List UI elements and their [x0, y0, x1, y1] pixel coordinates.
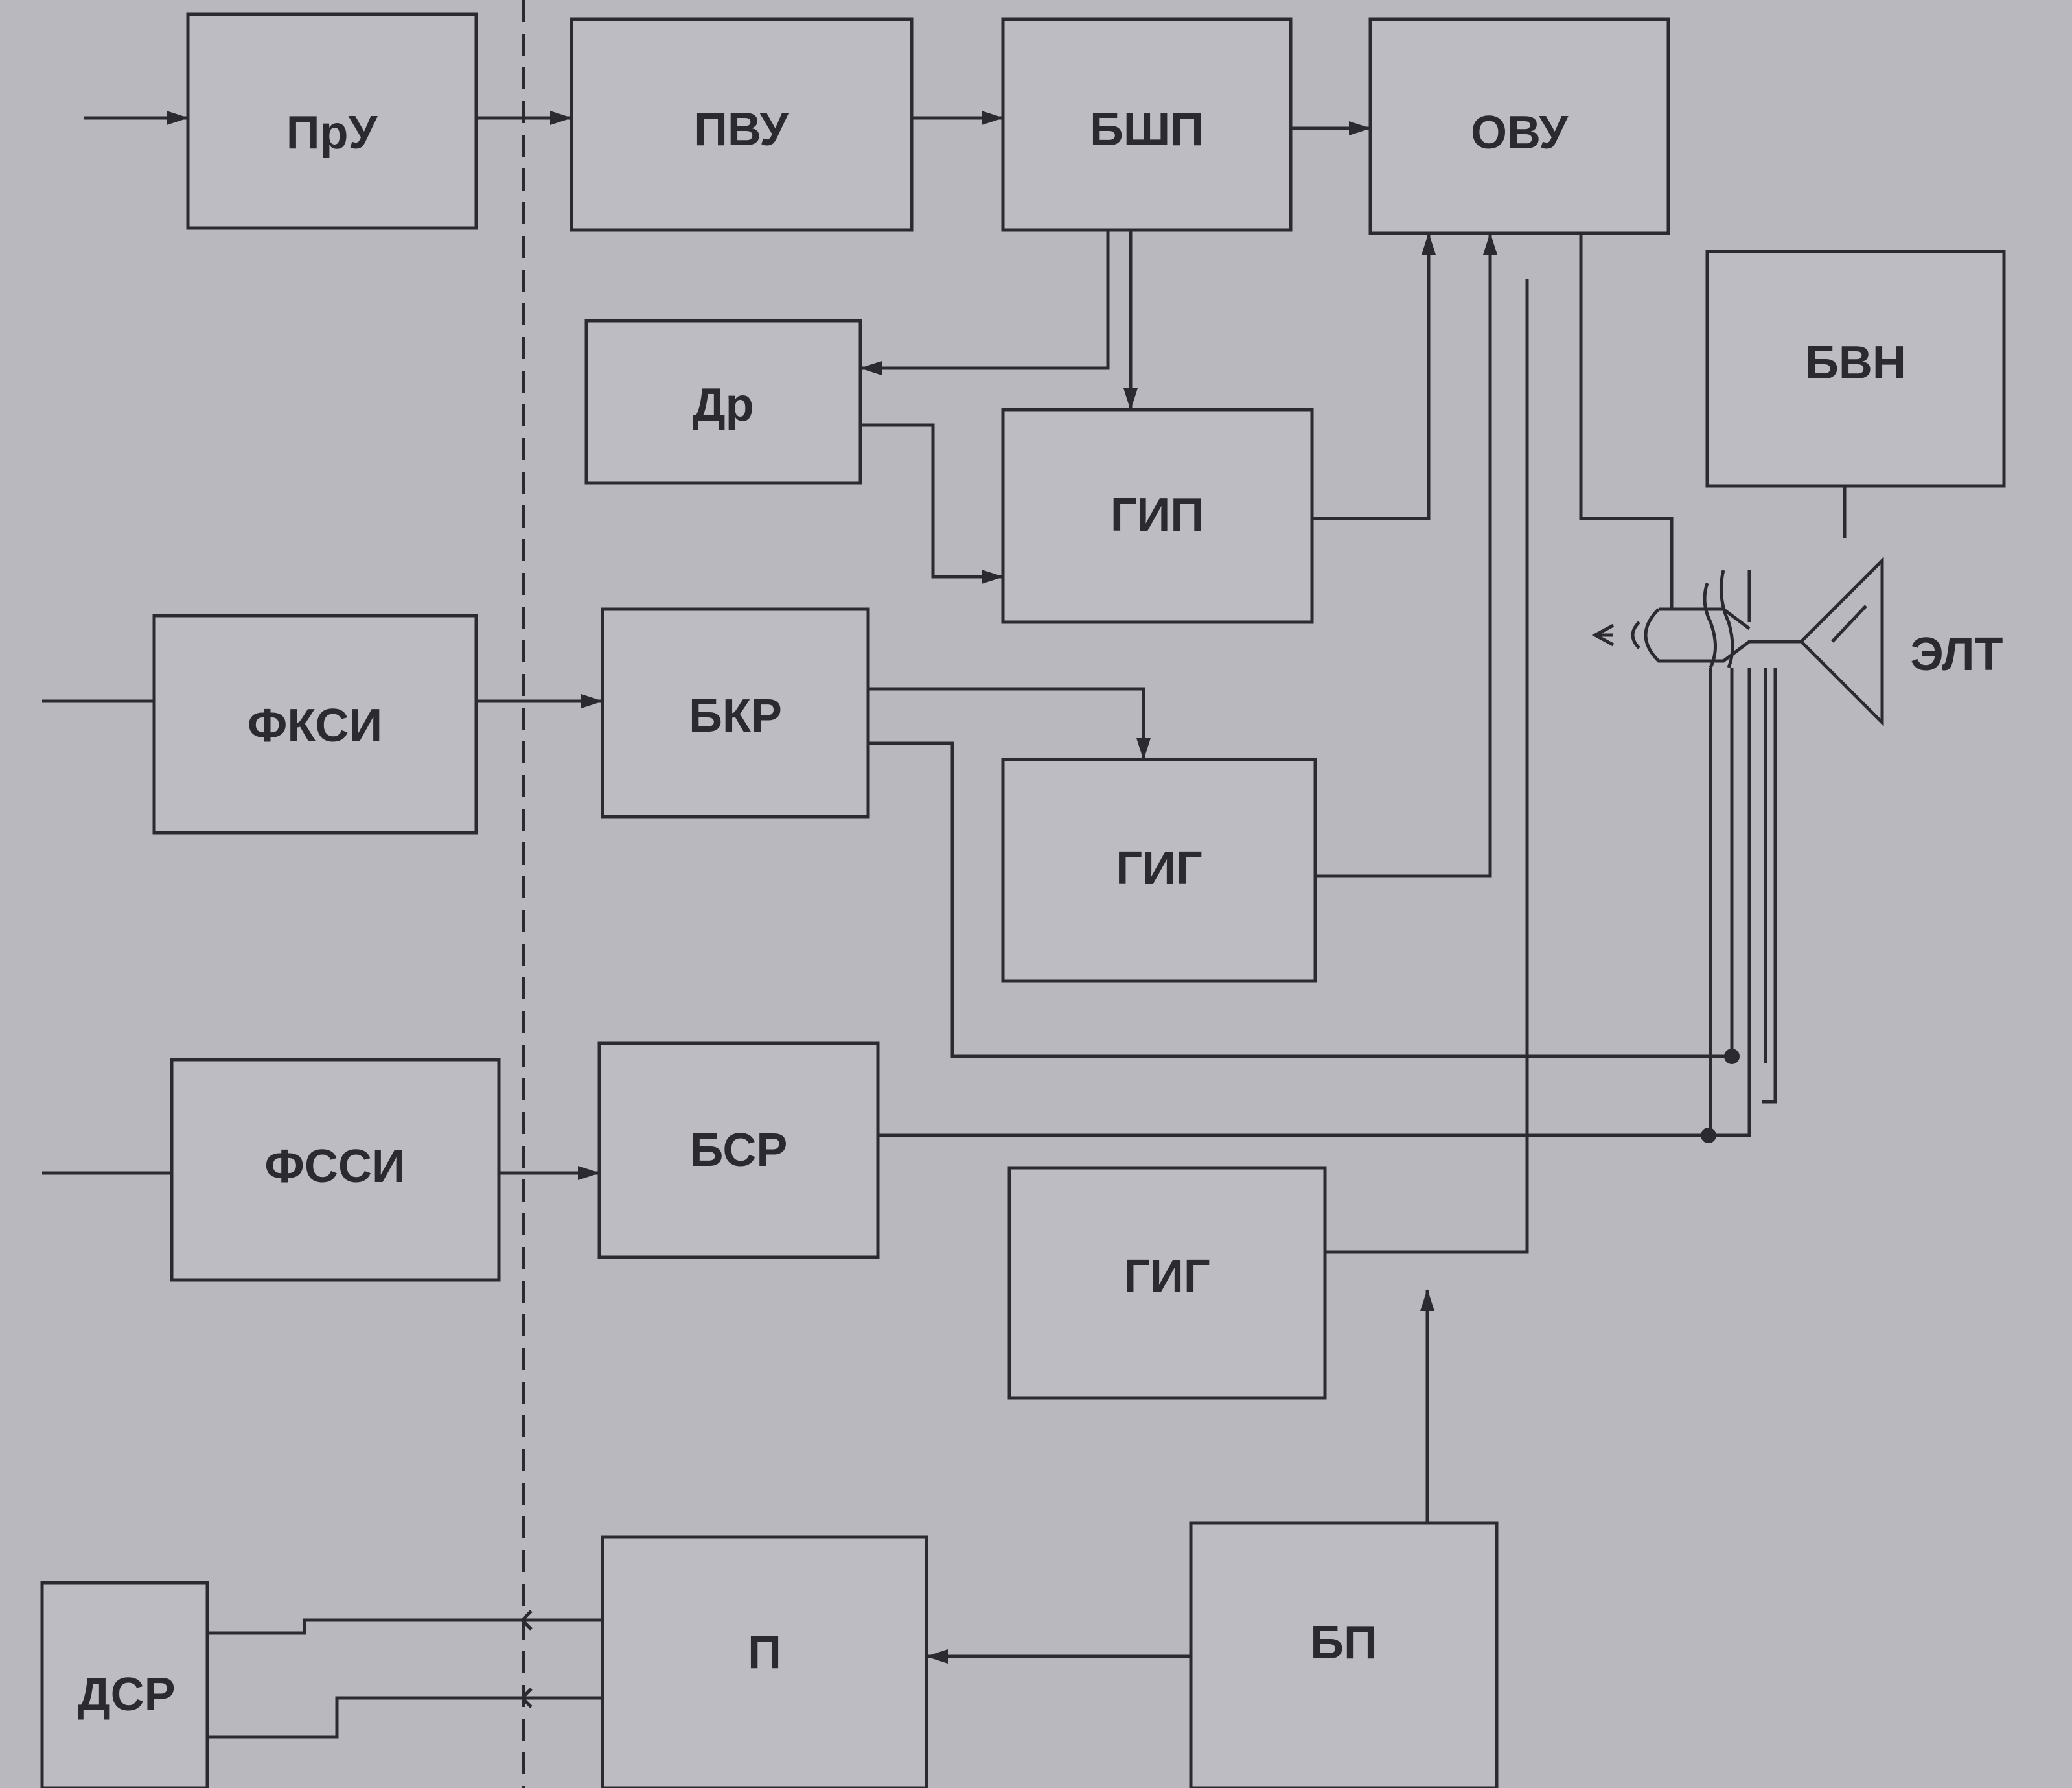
block-bvn: БВН	[1705, 250, 2006, 488]
block-pvu-label: ПВУ	[694, 104, 789, 156]
wire-bshp-dr	[860, 230, 1110, 375]
wire-p-dsr-2	[207, 1696, 603, 1739]
block-ovu-label: ОВУ	[1471, 107, 1569, 159]
block-bkr: БКР	[601, 607, 870, 819]
block-bvn-label: БВН	[1805, 337, 1906, 389]
block-gig-lower: ГИГ	[1007, 1166, 1327, 1400]
block-bsr-label: БСР	[690, 1124, 788, 1176]
block-pvu: ПВУ	[570, 17, 914, 232]
block-fksi-label: ФКСИ	[247, 700, 382, 752]
arrow-p-dsr-1	[520, 1610, 533, 1631]
wire-p-dsr-1	[207, 1618, 603, 1635]
wire-ovu-crt	[1579, 233, 1674, 609]
block-dr: Др	[584, 319, 862, 485]
block-fssi-label: ФССИ	[264, 1141, 405, 1192]
crt-lead-5	[1762, 668, 1777, 1104]
wire-gig-upper-ovu	[1315, 233, 1497, 878]
block-p: П	[601, 1535, 928, 1788]
block-fksi: ФКСИ	[152, 614, 478, 835]
block-dsr-label: ДСР	[77, 1669, 175, 1721]
crt-symbol	[1591, 556, 1884, 727]
crt-lead-3	[1709, 668, 1751, 1137]
wire-dr-gip	[860, 423, 1004, 584]
block-bp-label: БП	[1310, 1617, 1377, 1669]
wire-bkr-crt	[868, 741, 1732, 1058]
block-dsr: ДСР	[40, 1581, 209, 1788]
block-bshp-label: БШП	[1090, 104, 1204, 156]
block-bkr-label: БКР	[689, 690, 782, 742]
arrow-p-dsr-2	[520, 1688, 533, 1708]
junction-dot-2	[1701, 1128, 1716, 1143]
block-gig-lower-label: ГИГ	[1123, 1251, 1210, 1303]
wire-gig-lower-ovu	[1325, 279, 1529, 1254]
junction-dot-1	[1724, 1049, 1740, 1064]
block-bshp: БШП	[1001, 17, 1293, 232]
wire-gip-ovu	[1312, 233, 1436, 520]
block-gip: ГИП	[1001, 408, 1314, 624]
block-bp: БП	[1189, 1521, 1499, 1788]
block-bsr: БСР	[597, 1041, 880, 1259]
block-fssi: ФССИ	[170, 1058, 501, 1282]
block-ovu: ОВУ	[1368, 17, 1670, 235]
block-gig-upper-label: ГИГ	[1116, 842, 1202, 894]
block-dr-label: Др	[692, 379, 754, 431]
crt-label: ЭЛТ	[1911, 629, 2003, 680]
wire-bkr-gig-upper	[868, 687, 1151, 760]
block-gig-upper: ГИГ	[1001, 758, 1317, 983]
block-gip-label: ГИП	[1111, 489, 1204, 541]
block-pru: ПрУ	[186, 12, 478, 230]
block-pru-label: ПрУ	[286, 107, 378, 159]
block-p-label: П	[748, 1627, 781, 1678]
